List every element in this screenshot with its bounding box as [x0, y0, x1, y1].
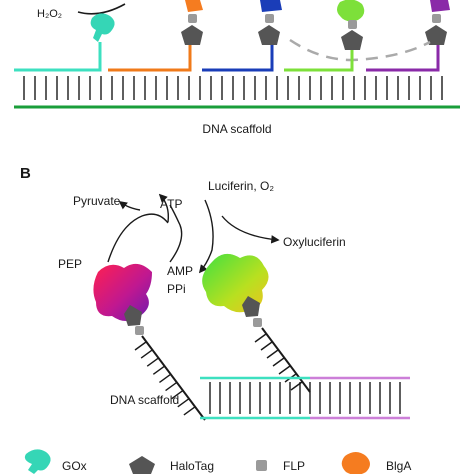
halotag-protein	[258, 25, 280, 45]
legend-flp-label: FLP	[283, 459, 305, 473]
diagonal-tick	[165, 381, 177, 392]
diagonal-tick	[272, 357, 285, 367]
halotag-protein	[341, 30, 363, 50]
diagonal-tick	[152, 365, 165, 375]
pk-reaction-curve	[107, 213, 169, 263]
base-pair-ticks-a	[23, 76, 443, 100]
enzyme-stack-orange	[181, 0, 203, 45]
blga-swatch	[341, 452, 370, 474]
panel-b: B Pyruvate ATP Luciferin, O₂ Oxyluciferi…	[20, 165, 410, 421]
diagonal-tick	[266, 349, 279, 359]
enzyme-stack-blue	[258, 0, 282, 45]
gox-enzyme	[90, 13, 115, 42]
legend: GOx HaloTag FLP BlgA	[24, 449, 411, 474]
enzyme-stack-lime	[337, 0, 365, 50]
flp-linker	[265, 14, 274, 23]
strand-blue-line	[202, 45, 274, 72]
legend-item-gox: GOx	[24, 449, 87, 474]
legend-halotag-label: HaloTag	[170, 459, 214, 473]
diagonal-tick	[177, 398, 190, 408]
strand-blue	[202, 45, 274, 72]
blga-enzyme	[185, 0, 203, 12]
diagonal-base-ticks	[134, 333, 303, 416]
flp-linker	[188, 14, 197, 23]
diagonal-tick	[159, 373, 171, 384]
amp-label: AMP	[167, 264, 193, 278]
flp-linker-b1	[135, 326, 144, 335]
legend-blga-label: BlgA	[386, 459, 411, 473]
halotag-protein-b1	[124, 305, 142, 326]
halotag-swatch	[129, 456, 155, 474]
flp-linker	[432, 14, 441, 23]
dna-scaffold-label-b: DNA scaffold	[110, 393, 179, 407]
strand-lime	[284, 50, 354, 72]
panel-a: H₂O₂	[14, 0, 460, 136]
diagonal-tick	[140, 349, 153, 359]
h2o2-label: H₂O₂	[37, 8, 62, 20]
diagonal-tick	[183, 406, 196, 416]
pyruvate-arrow	[118, 200, 141, 211]
oxyluciferin-label: Oxyluciferin	[283, 235, 346, 249]
legend-item-halotag: HaloTag	[129, 456, 214, 474]
gox-swatch	[24, 449, 51, 474]
blue-enzyme	[260, 0, 282, 12]
flp-linker	[348, 20, 357, 29]
lime-enzyme	[337, 0, 365, 22]
strand-teal	[14, 42, 102, 72]
diagonal-tick	[260, 341, 273, 351]
halotag-protein	[181, 25, 203, 45]
strand-purple-line	[366, 45, 440, 72]
h2o2-arrow	[77, 3, 126, 15]
halotag-protein	[425, 25, 447, 45]
legend-item-flp: FLP	[256, 459, 305, 473]
pyruvate-label: Pyruvate	[73, 194, 121, 208]
base-pair-ticks-b	[209, 382, 401, 414]
pep-label: PEP	[58, 257, 82, 271]
enzyme-stack-purple	[425, 0, 450, 45]
strand-orange-line	[108, 45, 192, 72]
halotag-protein-b2	[242, 296, 260, 317]
strand-lime-line	[284, 50, 354, 72]
strand-purple	[366, 45, 440, 72]
strand-diagonal-1	[141, 335, 206, 421]
amp-to-atp-curve	[169, 204, 183, 263]
diagonal-tick	[146, 357, 159, 367]
diagonal-tick	[254, 333, 267, 343]
strand-teal-line	[14, 42, 102, 72]
panel-b-label: B	[20, 165, 31, 182]
strand-orange	[108, 45, 192, 72]
atp-arrow	[158, 193, 170, 223]
luciferase-enzyme	[202, 253, 269, 313]
strand-diagonal-2	[261, 327, 311, 393]
flp-linker-b2	[253, 318, 262, 327]
luciferase-down-arrow	[198, 199, 214, 274]
purple-enzyme	[430, 0, 450, 12]
flp-swatch	[256, 460, 267, 471]
diagonal-tick	[134, 341, 147, 351]
legend-gox-label: GOx	[62, 459, 87, 473]
luciferin-label: Luciferin, O₂	[208, 179, 274, 193]
legend-item-blga: BlgA	[341, 452, 411, 474]
diagonal-tick	[171, 390, 184, 400]
diagonal-tick	[278, 365, 291, 375]
oxyluciferin-arrow	[221, 215, 280, 244]
dna-scaffold-label-a: DNA scaffold	[202, 122, 271, 136]
pk-enzyme	[93, 263, 152, 321]
ppi-label: PPi	[167, 282, 186, 296]
